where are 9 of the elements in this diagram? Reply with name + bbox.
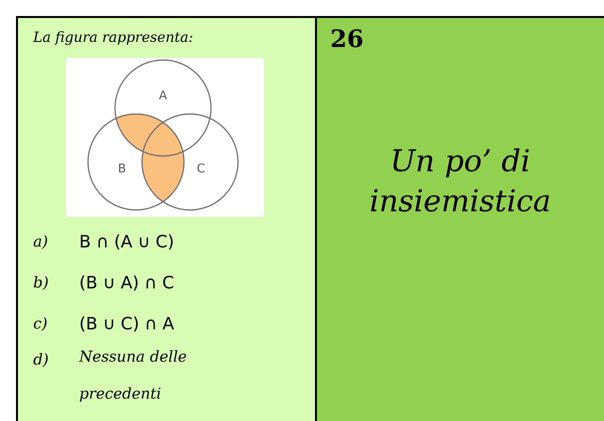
option-formula: (B ∪ A) ∩ C bbox=[80, 275, 174, 291]
title-panel: 26 Un po’ di insiemistica bbox=[315, 16, 604, 421]
option-formula: B ∩ (A ∪ C) bbox=[80, 234, 173, 250]
option-letter: b) bbox=[34, 276, 48, 290]
option-text: Nessuna delle precedenti bbox=[78, 350, 186, 402]
option-formula: (B ∪ C) ∩ A bbox=[80, 316, 174, 332]
option-letter: d) bbox=[34, 353, 48, 367]
option-letter: a) bbox=[34, 235, 48, 249]
option-letter: c) bbox=[34, 317, 46, 331]
